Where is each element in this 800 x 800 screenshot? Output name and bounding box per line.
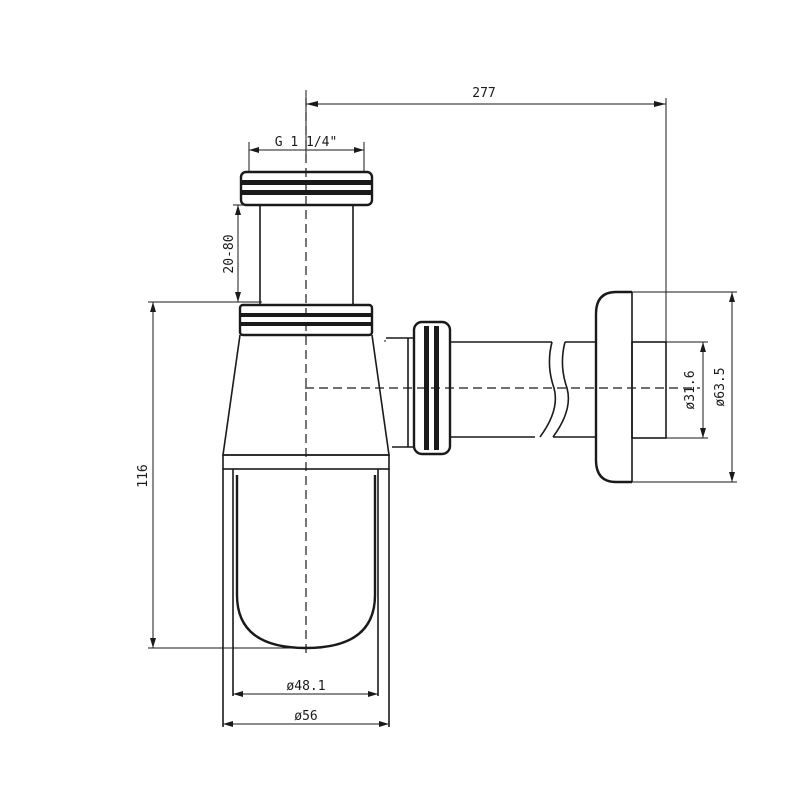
dim-body-diameter: ø56: [223, 709, 389, 727]
dim-outlet-outer: ø63.5: [632, 291, 737, 483]
height-label: 116: [136, 464, 151, 487]
thread-size-label: G 1 1/4": [275, 135, 338, 150]
dim-thread-size: G 1 1/4": [248, 135, 365, 172]
dim-adjust-range: 20-80: [222, 204, 262, 303]
outlet-outer-diameter-label: ø63.5: [713, 367, 728, 406]
adjust-range-label: 20-80: [222, 234, 237, 273]
tailpiece-tube: [259, 205, 354, 305]
outlet-inner-diameter-label: ø31.6: [683, 370, 698, 409]
overall-length-label: 277: [472, 86, 495, 101]
dim-cup-diameter: ø48.1: [233, 679, 378, 697]
outlet-pipe: [386, 337, 414, 448]
cup-diameter-label: ø48.1: [286, 679, 325, 694]
dim-outlet-inner: ø31.6: [666, 341, 708, 439]
dim-overall-length: 277: [305, 86, 667, 342]
wall-flange: [594, 290, 667, 484]
center-lines: [305, 98, 700, 658]
horizontal-pipe: [450, 341, 597, 438]
dim-height: 116: [136, 301, 306, 649]
body-diameter-label: ø56: [294, 709, 317, 724]
